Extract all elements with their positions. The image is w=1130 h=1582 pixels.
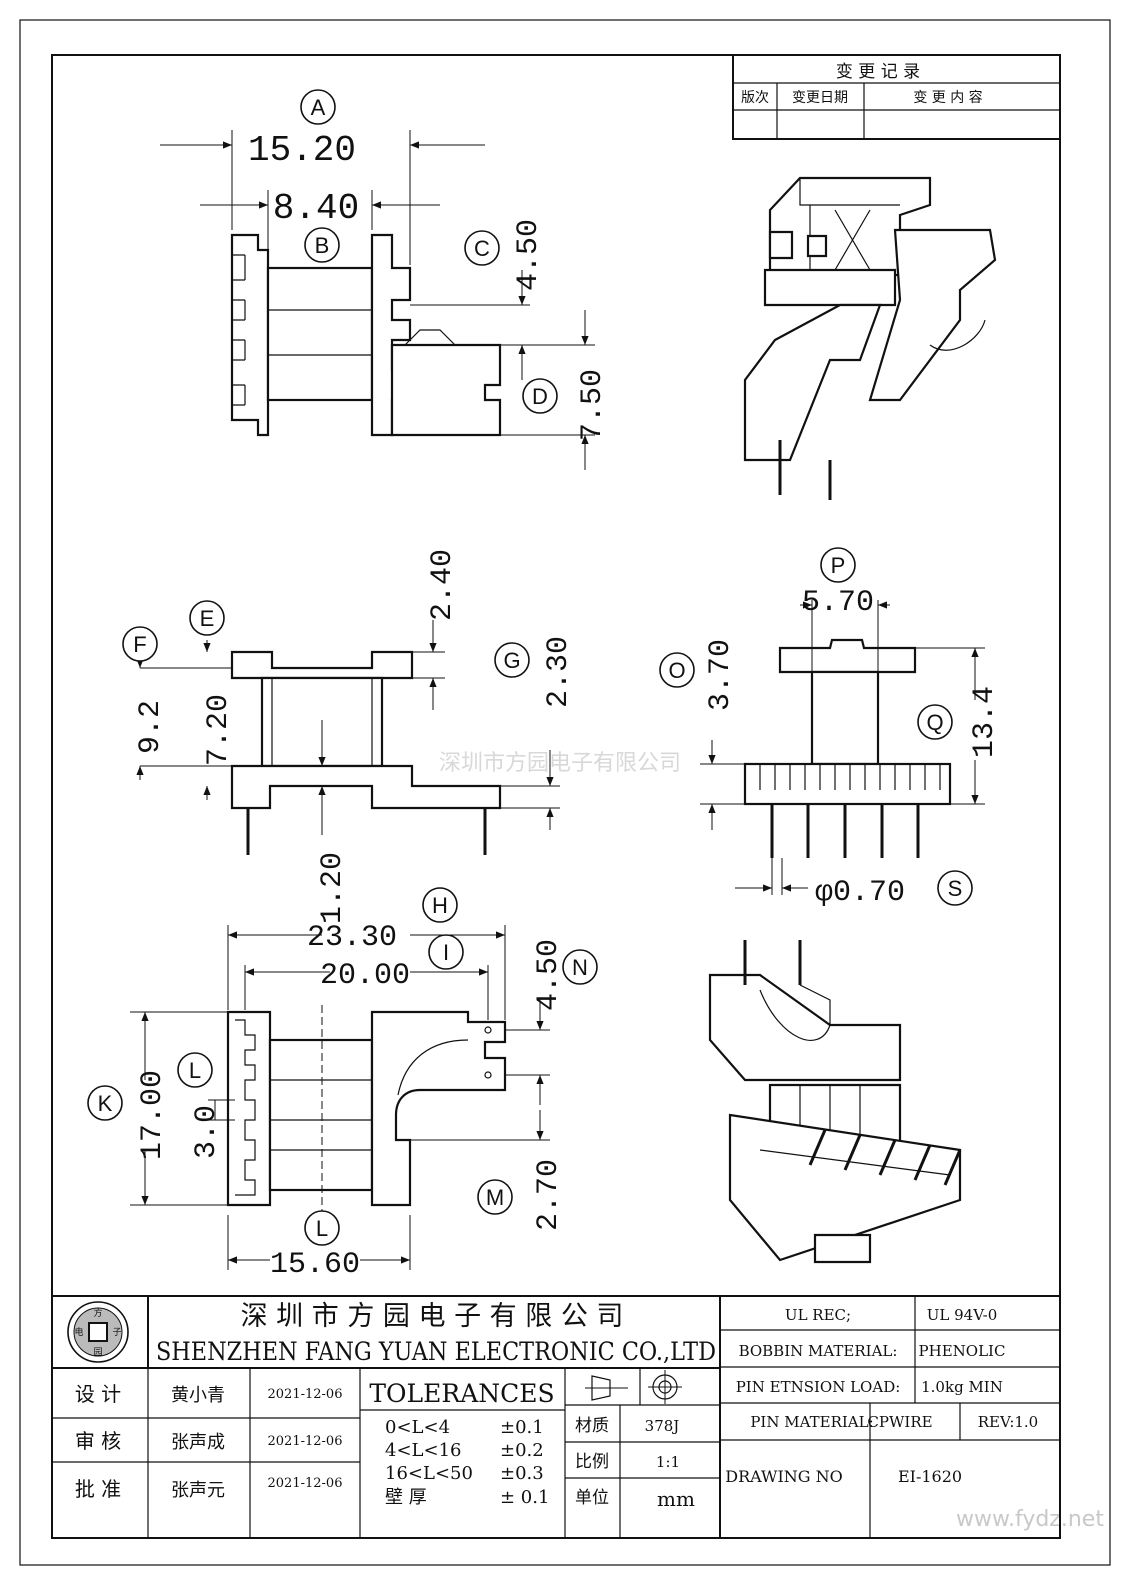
- approve-role: 批 准: [75, 1477, 121, 1501]
- dim-value-a: 15.20: [248, 130, 356, 171]
- company-logo: 方 子 园 电: [67, 1301, 129, 1363]
- dim-value-l-small: 3.0: [190, 1105, 224, 1159]
- view-side: [743, 638, 952, 858]
- center-watermark: 深圳市方园电子有限公司: [439, 751, 681, 776]
- pin-load-label: PIN ETNSION LOAD:: [736, 1378, 901, 1396]
- dim-value-g-top: 2.40: [426, 549, 460, 621]
- change-record-table: 变 更 记 录 版次 变更日期 变 更 内 容: [732, 54, 1061, 140]
- view-top: [230, 233, 502, 437]
- ul-rec-value: UL 94V-0: [927, 1306, 998, 1324]
- logo-char-left: 电: [74, 1326, 83, 1338]
- label-k: K: [98, 1091, 113, 1116]
- dim-value-m: 2.70: [532, 1159, 566, 1231]
- scale-value: 1:1: [656, 1453, 680, 1471]
- drawing-number-value: EI-1620: [898, 1467, 962, 1486]
- view-bottom: [226, 1005, 507, 1215]
- logo-char-right: 子: [112, 1327, 121, 1338]
- design-date: 2021-12-06: [268, 1387, 343, 1402]
- dim-value-f: 9.2: [134, 700, 168, 754]
- label-b: B: [315, 233, 330, 258]
- label-l-lower: L: [316, 1216, 328, 1241]
- tolerance-range-1: 0<L<4: [385, 1417, 450, 1438]
- label-o: O: [668, 658, 685, 683]
- title-block: [51, 1295, 1061, 1539]
- iso-view-bottom: [708, 940, 962, 1264]
- dimension-lines: [130, 130, 985, 1270]
- label-n: N: [572, 955, 588, 980]
- label-p: P: [831, 553, 846, 578]
- dim-value-h-top: 1.20: [316, 852, 350, 924]
- label-h: H: [432, 893, 448, 918]
- dim-value-k: 17.00: [136, 1070, 170, 1160]
- label-m: M: [486, 1185, 504, 1210]
- drawing-number-label: DRAWING NO: [725, 1467, 843, 1486]
- dimension-values: 15.20 8.40 4.50 7.50 9.2 7.20 2.40 2.30 …: [134, 130, 1002, 1282]
- dim-value-e: 7.20: [202, 694, 236, 766]
- review-date: 2021-12-06: [268, 1434, 343, 1449]
- pin-material-value: CPWIRE: [867, 1413, 932, 1431]
- label-g: G: [503, 648, 520, 673]
- tolerance-range-3: 16<L<50: [385, 1463, 473, 1484]
- tolerance-value-1: ±0.1: [500, 1417, 544, 1438]
- bobbin-material-value: PHENOLIC: [919, 1342, 1006, 1360]
- tolerance-range-4: 壁 厚: [385, 1487, 427, 1508]
- material-label: 材质: [575, 1416, 609, 1436]
- date-column-header: 变更日期: [792, 90, 848, 106]
- approve-date: 2021-12-06: [268, 1476, 343, 1491]
- dim-value-d: 7.50: [576, 369, 610, 441]
- unit-value: mm: [657, 1487, 695, 1511]
- logo-char-bottom: 园: [93, 1347, 102, 1358]
- tolerance-range-2: 4<L<16: [385, 1440, 461, 1461]
- dim-value-g: 2.30: [542, 636, 576, 708]
- iso-view-top: [743, 176, 997, 500]
- label-s: S: [948, 876, 963, 901]
- dim-value-h: 23.30: [307, 921, 397, 955]
- review-name: 张声成: [171, 1432, 225, 1453]
- ul-rec-label: UL REC;: [785, 1306, 851, 1324]
- tolerances-title: TOLERANCES: [369, 1379, 554, 1408]
- pin-material-label: PIN MATERIAL:: [750, 1413, 873, 1431]
- dim-value-p: 5.70: [802, 586, 874, 620]
- dim-value-s: φ0.70: [815, 876, 905, 910]
- label-q: Q: [926, 710, 943, 735]
- tolerance-value-2: ±0.2: [500, 1440, 544, 1461]
- outer-border: [19, 19, 1111, 1566]
- corner-watermark: www.fydz.net: [956, 1507, 1104, 1532]
- company-name-en: SHENZHEN FANG YUAN ELECTRONIC CO.,LTD: [156, 1337, 716, 1366]
- content-column-header: 变 更 内 容: [913, 89, 982, 106]
- label-f: F: [133, 632, 146, 657]
- revision-value: REV:1.0: [978, 1413, 1038, 1431]
- review-role: 审 核: [75, 1429, 121, 1453]
- company-name-cn: 深 圳 市 方 园 电 子 有 限 公 司: [241, 1301, 624, 1332]
- label-e: E: [200, 606, 215, 631]
- label-c: C: [474, 236, 490, 261]
- dim-value-o: 3.70: [704, 639, 738, 711]
- label-l-upper: L: [189, 1058, 201, 1083]
- dim-value-b: 8.40: [273, 188, 359, 229]
- circled-labels: A B C D E F G P O Q S H I N L K M L: [87, 89, 973, 1246]
- dim-value-n: 4.50: [532, 939, 566, 1011]
- label-i: I: [443, 940, 449, 965]
- pin-load-value: 1.0kg MIN: [921, 1378, 1003, 1396]
- dim-value-l-bottom: 15.60: [270, 1248, 360, 1282]
- label-a: A: [311, 95, 326, 120]
- version-column-header: 版次: [741, 90, 769, 106]
- logo-char-top: 方: [93, 1307, 102, 1319]
- unit-label: 单位: [575, 1488, 609, 1508]
- dim-value-i: 20.00: [320, 959, 410, 993]
- change-record-title: 变 更 记 录: [836, 62, 920, 82]
- dim-value-c: 4.50: [512, 219, 546, 291]
- dim-value-q: 13.4: [968, 686, 1002, 758]
- bobbin-material-label: BOBBIN MATERIAL:: [739, 1342, 898, 1360]
- approve-name: 张声元: [171, 1480, 225, 1501]
- tolerance-value-4: ± 0.1: [500, 1487, 549, 1508]
- design-role: 设 计: [75, 1382, 121, 1406]
- projection-symbol-icon: [585, 1370, 682, 1404]
- design-name: 黄小青: [171, 1385, 225, 1406]
- tolerance-value-3: ±0.3: [500, 1463, 544, 1484]
- scale-label: 比例: [575, 1452, 609, 1472]
- label-d: D: [532, 384, 548, 409]
- material-value: 378J: [645, 1417, 680, 1435]
